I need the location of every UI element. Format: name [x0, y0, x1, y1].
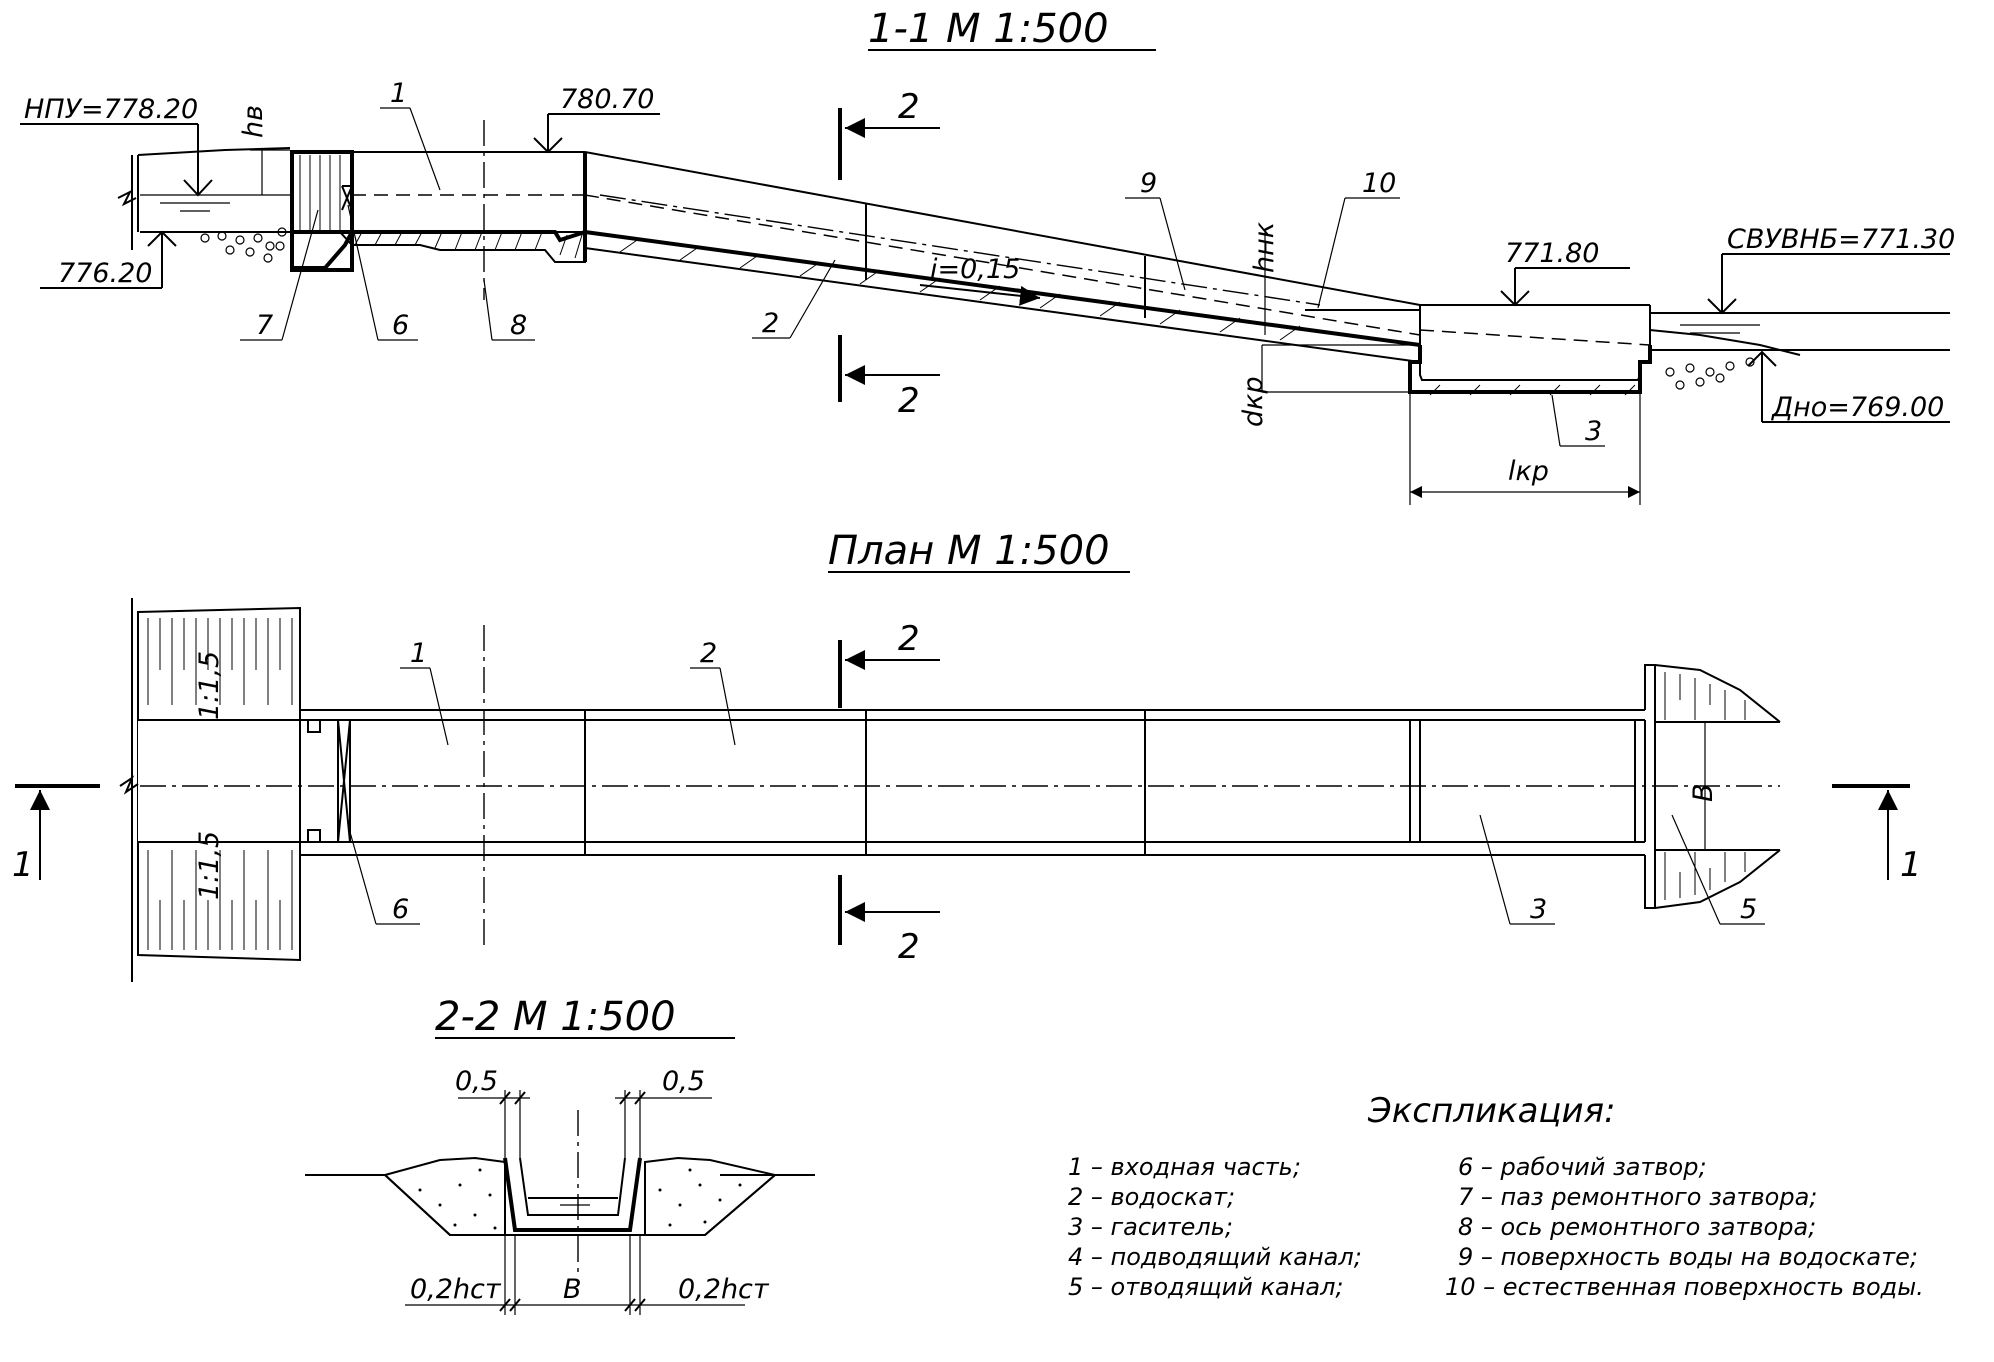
inlet-bottom-label: 776.20	[58, 258, 152, 289]
fill-dots	[418, 1168, 742, 1230]
explication: Экспликация: 1 – входная часть; 2 – водо…	[1068, 1091, 1924, 1301]
callout-8: 8	[483, 279, 535, 341]
working-gate	[341, 185, 353, 211]
npu-label: НПУ=778.20	[24, 94, 198, 125]
plan-view: План М 1:500 1:1,5 1:1,5	[12, 528, 1922, 982]
elevation-npu: НПУ=778.20	[20, 94, 213, 197]
callout-8-label: 8	[510, 310, 527, 341]
callout-10: 10	[1317, 168, 1400, 309]
gravel-left	[200, 227, 287, 263]
cut-1-right-label: 1	[1900, 845, 1922, 885]
plan-callout-1-label: 1	[410, 638, 427, 669]
elevation-inlet-bottom: 776.20	[40, 230, 177, 289]
section-2-2-title: 2-2 М 1:500	[435, 994, 676, 1040]
dim-hst-right: 0,2hст	[678, 1274, 770, 1305]
plan-callout-3-label: 3	[1530, 894, 1547, 925]
dim-05-right: 0,5	[662, 1066, 705, 1097]
explication-left-5: 5 – отводящий канал;	[1068, 1273, 1344, 1301]
plan-b-label: B	[1688, 783, 1719, 802]
explication-left-2: 2 – водоскат;	[1068, 1183, 1235, 1211]
callout-2-section: 2	[752, 259, 836, 339]
cut-1-left-label: 1	[12, 845, 34, 885]
inlet-pier	[290, 150, 354, 272]
callout-3-label: 3	[1585, 416, 1602, 447]
plan-cut-2-bottom-label: 2	[898, 927, 920, 967]
callout-1: 1	[380, 78, 441, 191]
dim-b-bottom: B	[563, 1274, 582, 1305]
plan-callout-5-label: 5	[1740, 894, 1757, 925]
lkr-label: lкр	[1508, 456, 1549, 487]
plan-callout-2-label: 2	[700, 638, 717, 669]
plan-callout-3: 3	[1479, 814, 1555, 925]
basin-top-label: 771.80	[1505, 238, 1599, 269]
cut-2-top-label: 2	[898, 87, 920, 127]
slope-ratio-top: 1:1,5	[194, 651, 225, 720]
callout-9: 9	[1125, 168, 1186, 291]
callout-6-section: 6	[347, 204, 418, 341]
callout-6-label: 6	[392, 310, 409, 341]
left-slope-hatch-bottom	[147, 850, 293, 950]
explication-left-1: 1 – входная часть;	[1068, 1153, 1301, 1181]
elevation-crest: 780.70	[533, 84, 660, 154]
left-slope-hatch-top	[147, 618, 293, 705]
svuvnb-label: СВУВНБ=771.30	[1727, 224, 1955, 255]
callout-10-label: 10	[1362, 168, 1396, 199]
dim-05-left: 0,5	[455, 1066, 498, 1097]
plan-callout-6: 6	[347, 824, 420, 925]
explication-right-3: 8 – ось ремонтного затвора;	[1458, 1213, 1816, 1241]
section-1-1: 1-1 М 1:500	[20, 6, 1955, 505]
plan-cut-2-top-label: 2	[898, 619, 920, 659]
explication-right-5: 10 – естественная поверхность воды.	[1445, 1273, 1924, 1301]
section-1-1-title: 1-1 М 1:500	[868, 6, 1109, 52]
elevation-bottom: Дно=769.00	[1747, 350, 1950, 423]
hv-label: hв	[238, 105, 269, 138]
explication-right-2: 7 – паз ремонтного затвора;	[1458, 1183, 1817, 1211]
plan-gate	[337, 719, 351, 843]
dkr-label: dкр	[1238, 376, 1269, 427]
section-2-2: 2-2 М 1:500 0,	[305, 994, 815, 1315]
callout-1-label: 1	[390, 78, 407, 109]
bottom-label: Дно=769.00	[1771, 392, 1944, 423]
cut-2-bottom-label: 2	[898, 381, 920, 421]
callout-7-label: 7	[256, 310, 273, 341]
hnk-label: hнк	[1249, 221, 1280, 273]
callout-9-label: 9	[1140, 168, 1157, 199]
callout-7: 7	[240, 209, 319, 341]
plan-callout-5: 5	[1671, 814, 1765, 925]
explication-left-3: 3 – гаситель;	[1068, 1213, 1233, 1241]
inlet-pier-hatch	[299, 155, 341, 230]
dim-hst-left: 0,2hст	[410, 1274, 502, 1305]
plan-callout-1: 1	[400, 638, 449, 746]
plan-callout-6-label: 6	[392, 894, 409, 925]
explication-left-4: 4 – подводящий канал;	[1068, 1243, 1362, 1271]
explication-right-1: 6 – рабочий затвор;	[1458, 1153, 1707, 1181]
plan-callout-2: 2	[690, 638, 736, 746]
plan-title: План М 1:500	[828, 528, 1110, 574]
explication-title: Экспликация:	[1367, 1091, 1616, 1131]
elevation-svuvnb: СВУВНБ=771.30	[1707, 224, 1955, 315]
explication-right-4: 9 – поверхность воды на водоскате;	[1458, 1243, 1918, 1271]
callout-3-section: 3	[1551, 394, 1605, 447]
outlet-hatch	[1664, 672, 1746, 900]
slope-label: i=0,15	[930, 254, 1020, 285]
slope-ratio-bottom: 1:1,5	[194, 831, 225, 900]
gravel-right	[1665, 357, 1755, 390]
callout-2-label: 2	[762, 308, 779, 339]
basin-floor-hatch	[1429, 384, 1636, 396]
crest-label: 780.70	[560, 84, 654, 115]
elevation-basin-top: 771.80	[1500, 238, 1630, 307]
